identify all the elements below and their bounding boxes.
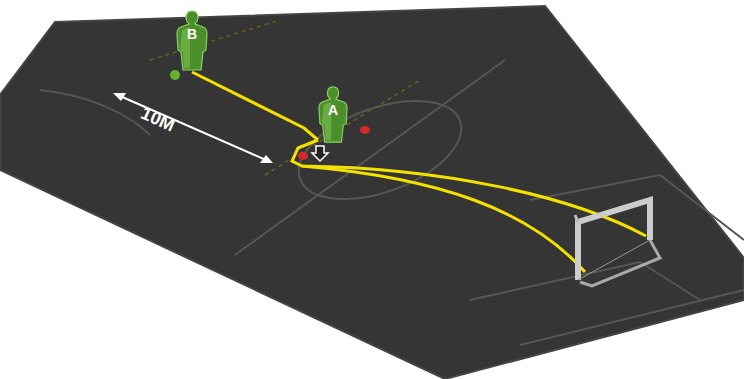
player-letter: A xyxy=(318,86,348,118)
halfway-line xyxy=(235,60,505,255)
shot-path xyxy=(292,140,646,236)
pass-line xyxy=(192,72,318,140)
player-letter: B xyxy=(176,10,208,42)
pitch-edge xyxy=(0,6,744,379)
player-mannequin: B xyxy=(176,10,208,72)
cone xyxy=(360,126,370,134)
cone xyxy=(298,152,308,160)
box-line xyxy=(470,262,700,300)
goal xyxy=(575,200,660,286)
ball xyxy=(170,70,180,80)
direction-arrow xyxy=(312,146,328,161)
player-mannequin: A xyxy=(318,86,348,144)
dimension-arrow xyxy=(113,93,273,163)
pitch xyxy=(0,6,744,379)
goal-line xyxy=(520,290,744,345)
dashed-line xyxy=(150,20,280,60)
dashed-line xyxy=(265,80,420,175)
arc xyxy=(40,90,150,135)
pitch-markings xyxy=(40,60,744,345)
centre-circle xyxy=(286,81,474,218)
shot-path xyxy=(302,166,585,272)
